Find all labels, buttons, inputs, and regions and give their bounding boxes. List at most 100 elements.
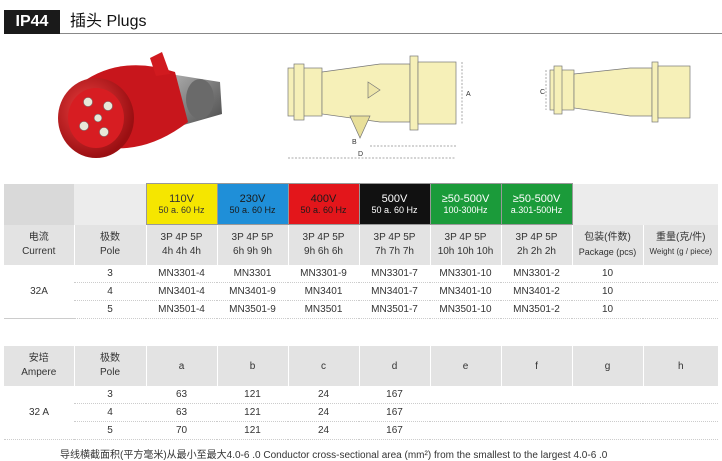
dim-value: [430, 421, 501, 440]
table-row: 32 A 3 63 121 24 167: [4, 386, 718, 440]
dim-value: 70: [146, 421, 217, 440]
header-rule: [60, 33, 722, 34]
model-code: MN3301-9: [288, 265, 359, 283]
package-value: 10: [572, 300, 643, 319]
dim-value: 167: [359, 386, 430, 404]
dim-value: [501, 403, 572, 422]
model-code: MN3501-9: [217, 300, 288, 319]
blank-header-cell: [572, 183, 643, 225]
model-code: MN3301-2: [501, 265, 572, 283]
dim-value: 167: [359, 421, 430, 440]
dim-value: 121: [217, 403, 288, 422]
pole-value: 3: [74, 386, 146, 404]
dim-col-header: b: [216, 346, 288, 386]
pole-value: 3: [74, 265, 146, 283]
model-code: MN3401-2: [501, 282, 572, 301]
model-code: MN3501: [288, 300, 359, 319]
dim-value: [430, 403, 501, 422]
weight-value: [643, 300, 718, 319]
model-code: MN3301-4: [146, 265, 217, 283]
pole-value: 5: [74, 300, 146, 319]
dim-value: 63: [146, 403, 217, 422]
dim-value: [501, 386, 572, 404]
model-code: MN3401: [288, 282, 359, 301]
model-code: MN3401-7: [359, 282, 430, 301]
ampere-value: 32 A: [4, 386, 74, 440]
dim-value: 121: [217, 421, 288, 440]
dim-label-b: B: [352, 139, 357, 146]
model-code: MN3501-4: [146, 300, 217, 319]
model-code: MN3301: [217, 265, 288, 283]
blank-header-cell: [643, 183, 718, 225]
dim-value: [572, 421, 643, 440]
dim-col-header: e: [429, 346, 501, 386]
dim-value: [501, 421, 572, 440]
dim-value: 63: [146, 386, 217, 404]
dim-value: [643, 386, 718, 404]
package-value: 10: [572, 265, 643, 283]
model-code: MN3501-2: [501, 300, 572, 319]
model-code: MN3401-10: [430, 282, 501, 301]
dim-value: [643, 403, 718, 422]
plug-rear-dimension-drawing: C: [540, 61, 691, 123]
dim-value: [643, 421, 718, 440]
dim-label-a: A: [466, 91, 471, 98]
model-code: MN3401-4: [146, 282, 217, 301]
blank-header-cell: [74, 183, 146, 225]
dim-value: 24: [288, 421, 359, 440]
model-code: MN3501-7: [359, 300, 430, 319]
dim-value: [572, 403, 643, 422]
dim-value: 24: [288, 403, 359, 422]
package-value: 10: [572, 282, 643, 301]
pole-value: 4: [74, 403, 146, 422]
pole-value: 4: [74, 282, 146, 301]
dim-label-c: C: [540, 89, 545, 96]
model-code: MN3301-10: [430, 265, 501, 283]
current-value: 32A: [4, 265, 74, 319]
weight-value: [643, 265, 718, 283]
dim-col-header: g: [571, 346, 643, 386]
package-header: 包装(件数)Package (pcs): [571, 224, 643, 265]
dim-col-header: c: [287, 346, 359, 386]
dim-label-d: D: [358, 151, 363, 158]
table-row: 32A 3 MN3301-4 MN3301 MN3301-9 MN3301-7 …: [4, 265, 718, 319]
ip-rating-badge: IP44: [4, 10, 60, 34]
dim-col-header: d: [358, 346, 430, 386]
weight-header: 重量(克/件)Weight (g / piece): [642, 224, 718, 265]
dim-value: 167: [359, 403, 430, 422]
table-row: 4 MN3401-4 MN3401-9 MN3401 MN3401-7 MN34…: [4, 282, 718, 301]
blank-header-cell: [4, 183, 74, 225]
table-row: 5 70 121 24 167: [4, 421, 718, 440]
dim-value: [572, 386, 643, 404]
section-header: IP44 插头 Plugs: [0, 10, 722, 34]
model-code: MN3501-10: [430, 300, 501, 319]
plug-side-dimension-drawing: A B D: [287, 55, 471, 159]
weight-value: [643, 282, 718, 301]
model-code: MN3301-7: [359, 265, 430, 283]
dim-value: [430, 386, 501, 404]
dim-col-header: a: [145, 346, 217, 386]
dim-value: 24: [288, 386, 359, 404]
table-row: 4 63 121 24 167: [4, 403, 718, 422]
table-row: 5 MN3501-4 MN3501-9 MN3501 MN3501-7 MN35…: [4, 300, 718, 319]
dim-value: 121: [217, 386, 288, 404]
plug-product-image: [58, 52, 222, 158]
section-title: 插头 Plugs: [70, 13, 147, 30]
